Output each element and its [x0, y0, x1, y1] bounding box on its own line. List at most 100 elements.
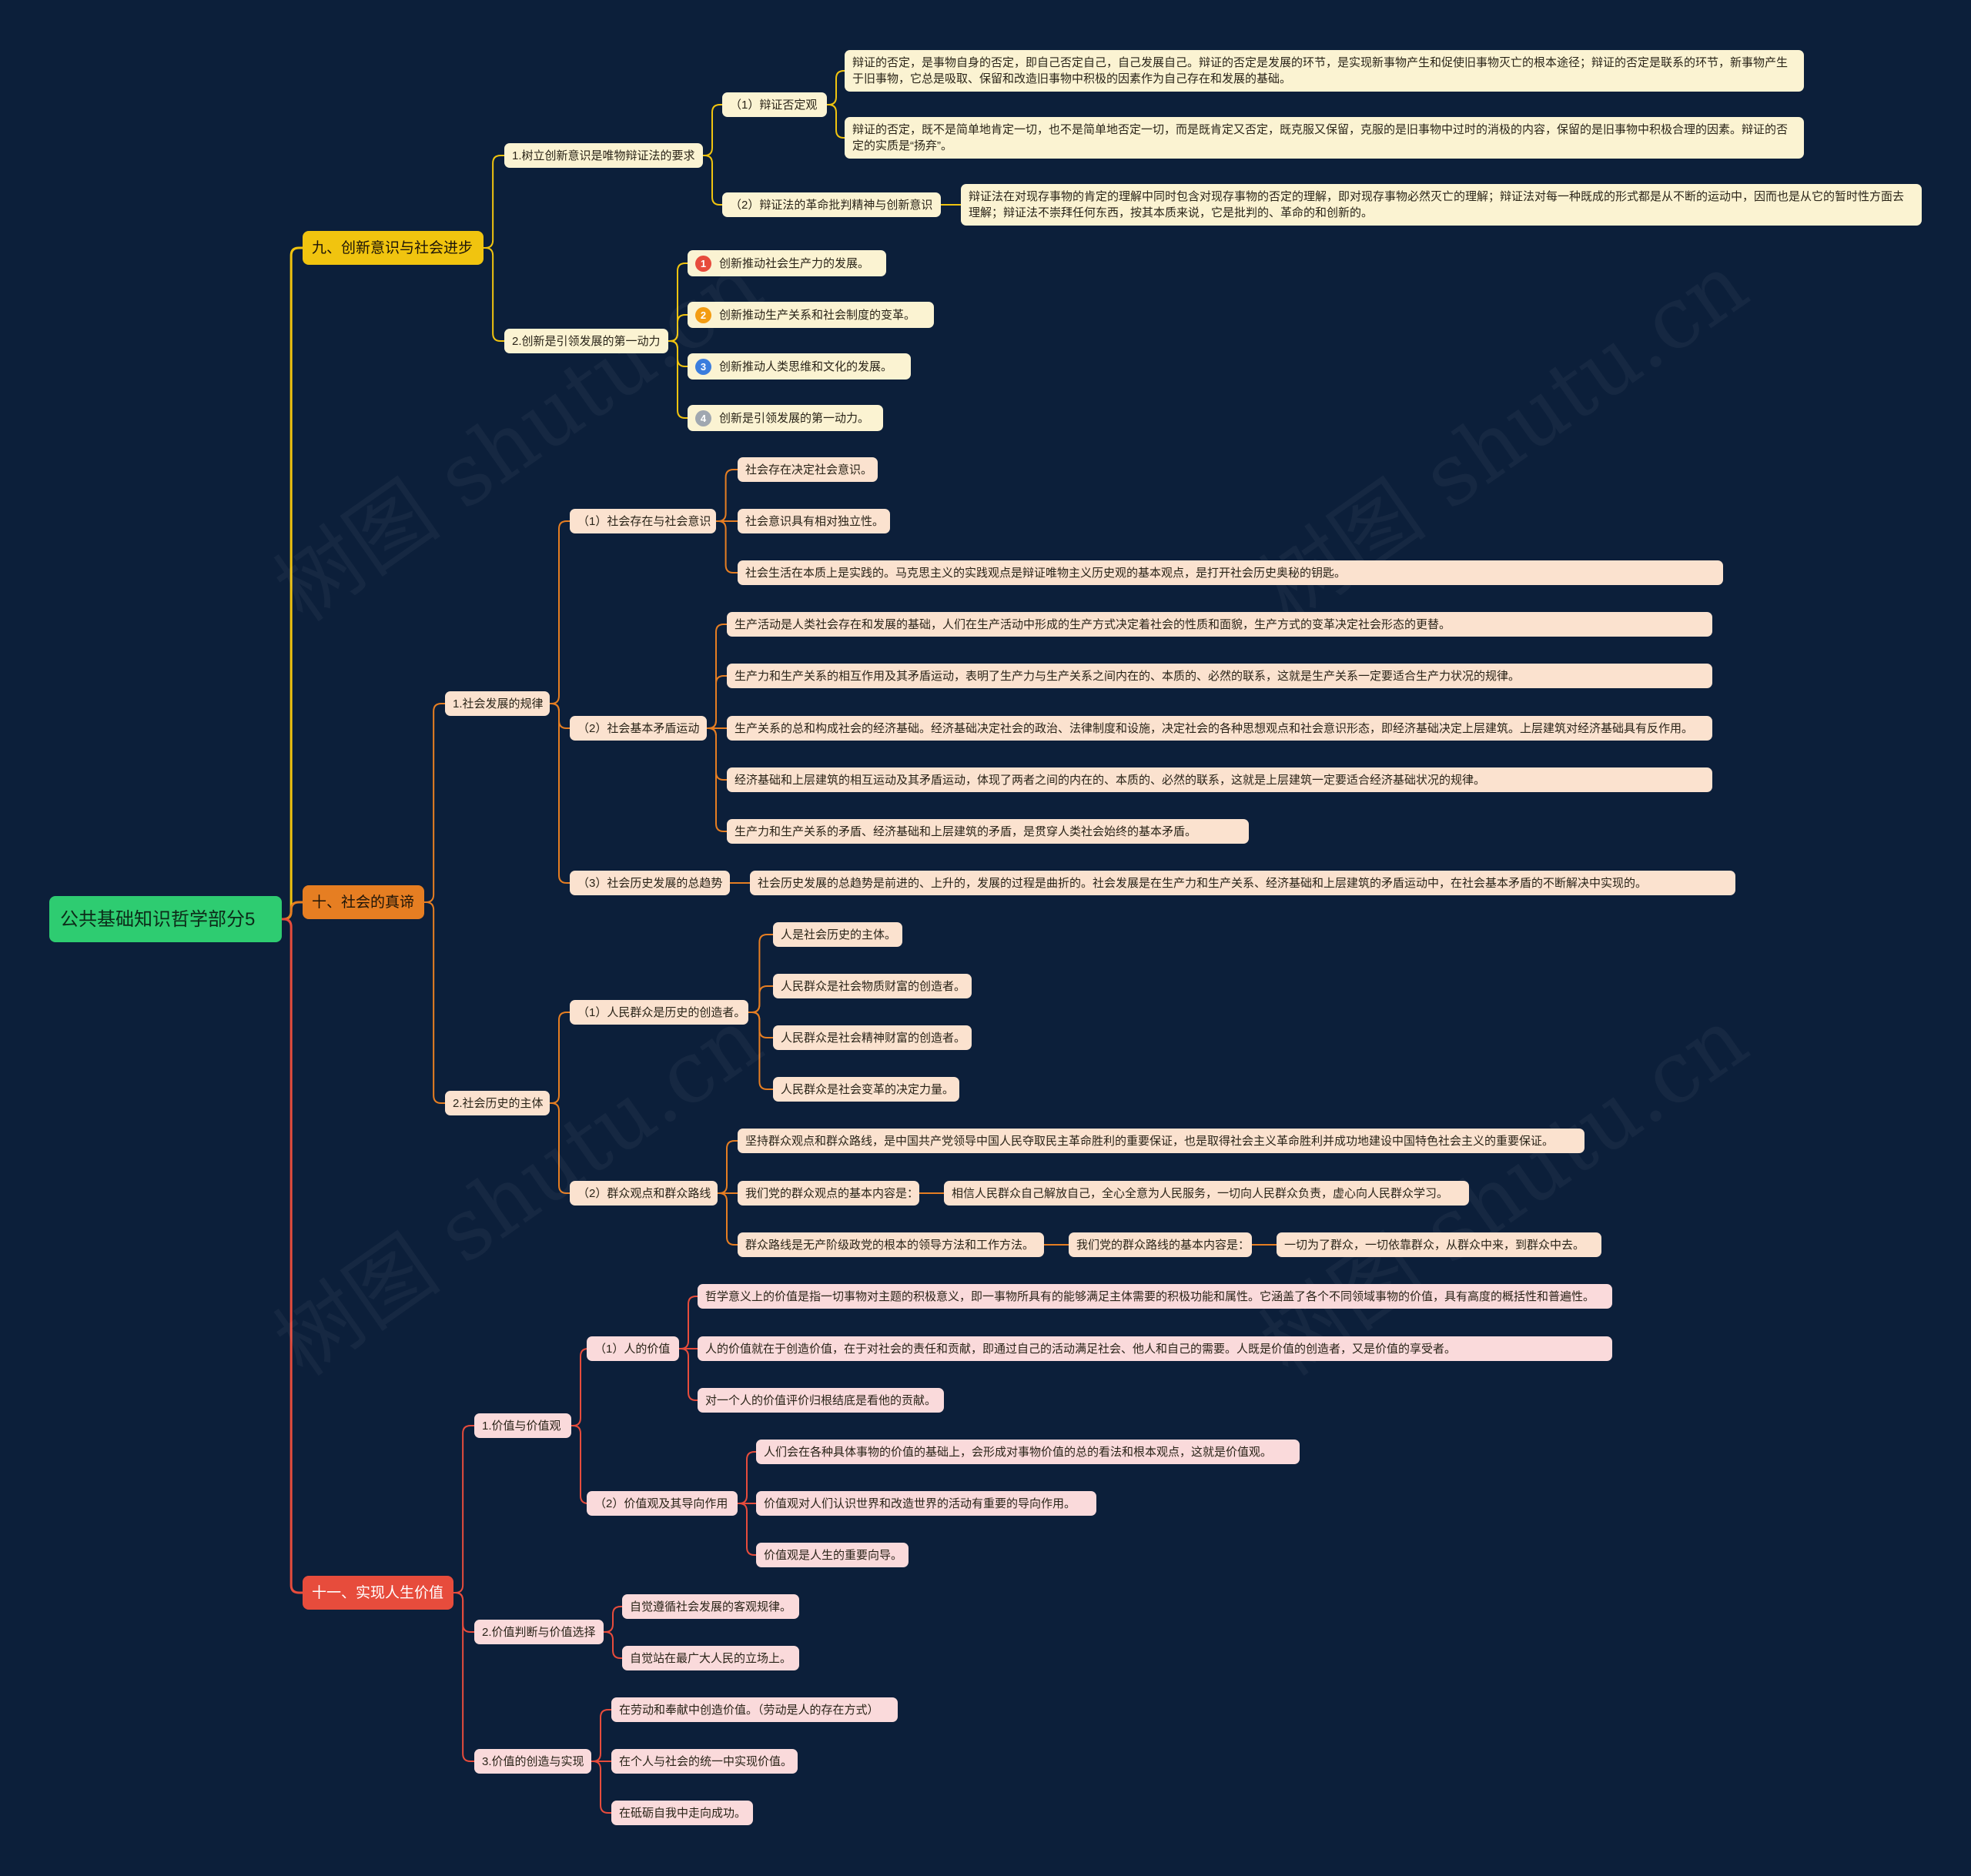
connector-line [716, 520, 738, 574]
s10-people-creators[interactable]: （1）人民群众是历史的创造者。 [570, 1000, 748, 1025]
s10-pc-item-2: 人民群众是社会物质财富的创造者。 [773, 974, 972, 998]
s10-bc-item-3: 生产关系的总和构成社会的经济基础。经济基础决定社会的政治、法律制度和设施，决定社… [727, 716, 1712, 741]
connector-line [748, 934, 773, 1013]
s11-vo-item-3: 价值观是人生的重要向导。 [756, 1543, 909, 1567]
s11-vo-item-2: 价值观对人们认识世界和改造世界的活动有重要的导向作用。 [756, 1491, 1096, 1516]
s9-revolutionary-spirit[interactable]: （2）辩证法的革命批判精神与创新意识 [722, 192, 941, 217]
connector-line [550, 703, 570, 884]
s10-ec-item-3: 社会生活在本质上是实践的。马克思主义的实践观点是辩证唯物主义历史观的基本观点，是… [738, 560, 1723, 585]
s10-bc-item-1: 生产活动是人类社会存在和发展的基础，人们在生产活动中形成的生产方式决定着社会的性… [727, 612, 1712, 637]
connector-line [707, 675, 727, 729]
section-9-topic[interactable]: 九、创新意识与社会进步 [303, 231, 484, 265]
number-badge-icon: 3 [695, 358, 711, 375]
connector-line [424, 703, 445, 903]
connector-line [707, 727, 727, 832]
s11-branch-3[interactable]: 3.价值的创造与实现 [474, 1749, 591, 1774]
s10-ec-item-2: 社会意识具有相对独立性。 [738, 509, 890, 533]
s11-hv-item-1: 哲学意义上的价值是指一切事物对主题的积极意义，即一事物所具有的能够满足主体需要的… [698, 1284, 1612, 1309]
s9-dialectical-negation[interactable]: （1）辩证否定观 [722, 92, 827, 117]
number-badge-icon: 4 [695, 410, 711, 426]
s11-human-value[interactable]: （1）人的价值 [587, 1336, 679, 1361]
connector-line [827, 70, 845, 105]
s11-hv-item-3: 对一个人的价值评价归根结底是看他的贡献。 [698, 1388, 944, 1413]
s10-historical-trend[interactable]: （3）社会历史发展的总趋势 [570, 871, 730, 895]
s11-branch-2[interactable]: 2.价值判断与价值选择 [474, 1620, 604, 1644]
connector-line [668, 340, 688, 419]
connector-line [668, 314, 688, 342]
s11-judgement-item-1: 自觉遵循社会发展的客观规律。 [622, 1594, 799, 1619]
s9-revolutionary-text: 辩证法在对现存事物的肯定的理解中同时包含对现存事物的否定的理解，即对现存事物必然… [961, 184, 1922, 226]
s10-mass-view-content: 相信人民群众自己解放自己，全心全意为人民服务，一切向人民群众负责，虚心向人民群众… [944, 1181, 1469, 1206]
connector-line [282, 918, 303, 1594]
connector-line [738, 1451, 756, 1504]
section-10-topic[interactable]: 十、社会的真谛 [303, 885, 424, 919]
connector-line [703, 155, 722, 206]
connector-line [484, 155, 504, 249]
s10-mass-line-content: 一切为了群众，一切依靠群众，从群众中来，到群众中去。 [1277, 1232, 1601, 1257]
connector-line [550, 1102, 570, 1194]
connector-line [604, 1606, 622, 1633]
s10-branch-1[interactable]: 1.社会发展的规律 [445, 691, 550, 716]
connector-line [571, 1348, 589, 1426]
s10-existence-consciousness[interactable]: （1）社会存在与社会意识 [570, 509, 716, 533]
connector-line [718, 1140, 738, 1194]
section-11-topic[interactable]: 十一、实现人生价值 [303, 1576, 453, 1610]
s11-create-item-1: 在劳动和奉献中创造价值。（劳动是人的存在方式） [611, 1697, 898, 1722]
s10-mass-line-label: 我们党的群众路线的基本内容是： [1069, 1232, 1252, 1257]
s10-mass-line-text-1: 坚持群众观点和群众路线，是中国共产党领导中国人民夺取民主革命胜利的重要保证，也是… [738, 1129, 1584, 1153]
connector-line [738, 1503, 756, 1556]
s10-bc-item-2: 生产力和生产关系的相互作用及其矛盾运动，表明了生产力与生产关系之间内在的、本质的… [727, 664, 1712, 688]
s10-mass-line[interactable]: （2）群众观点和群众路线 [570, 1181, 718, 1206]
s10-mass-view-label: 我们党的群众观点的基本内容是： [738, 1181, 919, 1206]
connector-line [604, 1631, 622, 1659]
connector-line [591, 1709, 611, 1762]
connector-line [484, 247, 504, 342]
number-badge-icon: 1 [695, 255, 711, 272]
s10-pc-item-1: 人是社会历史的主体。 [773, 922, 902, 947]
connector-line [716, 469, 738, 522]
s9-branch-1[interactable]: 1.树立创新意识是唯物辩证法的要求 [504, 143, 703, 168]
connector-line [453, 1592, 474, 1633]
connector-line [591, 1761, 611, 1814]
s10-pc-item-4: 人民群众是社会变革的决定力量。 [773, 1077, 959, 1102]
s10-trend-text: 社会历史发展的总趋势是前进的、上升的，发展的过程是曲折的。社会发展是在生产力和生… [750, 871, 1735, 895]
connector-line [748, 1012, 773, 1090]
s11-judgement-item-2: 自觉站在最广大人民的立场上。 [622, 1646, 799, 1670]
connector-line [748, 1012, 773, 1038]
connector-line [571, 1425, 589, 1504]
connector-line [550, 520, 570, 704]
s10-basic-contradiction[interactable]: （2）社会基本矛盾运动 [570, 716, 707, 741]
s9-negation-text-2: 辩证的否定，既不是简单地肯定一切，也不是简单地否定一切，而是既肯定又否定，既克服… [845, 117, 1804, 159]
s9-negation-text-1: 辩证的否定，是事物自身的否定，即自己否定自己，自己发展自己。辩证的否定是发展的环… [845, 50, 1804, 92]
s11-vo-item-1: 人们会在各种具体事物的价值的基础上，会形成对事物价值的总的看法和根本观点，这就是… [756, 1440, 1300, 1464]
connector-line [282, 246, 303, 921]
s11-branch-1[interactable]: 1.价值与价值观 [474, 1413, 571, 1438]
s10-mass-line-method: 群众路线是无产阶级政党的根本的领导方法和工作方法。 [738, 1232, 1044, 1257]
s10-pc-item-3: 人民群众是社会精神财富的创造者。 [773, 1025, 972, 1050]
connector-line [453, 1592, 474, 1762]
connector-line [679, 1296, 698, 1349]
s9-branch-2[interactable]: 2.创新是引领发展的第一动力 [504, 329, 668, 353]
connector-line [718, 1192, 738, 1246]
s10-bc-item-5: 生产力和生产关系的矛盾、经济基础和上层建筑的矛盾，是贯穿人类社会始终的基本矛盾。 [727, 819, 1249, 844]
connector-line [827, 104, 845, 139]
connector-line [550, 1012, 570, 1104]
connector-line [748, 985, 773, 1013]
s10-ec-item-1: 社会存在决定社会意识。 [738, 457, 878, 482]
connector-line [679, 1348, 698, 1401]
s10-branch-2[interactable]: 2.社会历史的主体 [445, 1091, 550, 1115]
s11-hv-item-2: 人的价值就在于创造价值，在于对社会的责任和贡献，即通过自己的活动满足社会、他人和… [698, 1336, 1612, 1361]
s11-value-outlook[interactable]: （2）价值观及其导向作用 [587, 1491, 738, 1516]
s10-bc-item-4: 经济基础和上层建筑的相互运动及其矛盾运动，体现了两者之间的内在的、本质的、必然的… [727, 767, 1712, 792]
connector-line [453, 1425, 474, 1593]
root-topic[interactable]: 公共基础知识哲学部分5 [49, 896, 282, 942]
number-badge-icon: 2 [695, 306, 711, 323]
connector-line [424, 901, 445, 1104]
connector-line [703, 104, 722, 156]
connector-line [282, 901, 303, 921]
